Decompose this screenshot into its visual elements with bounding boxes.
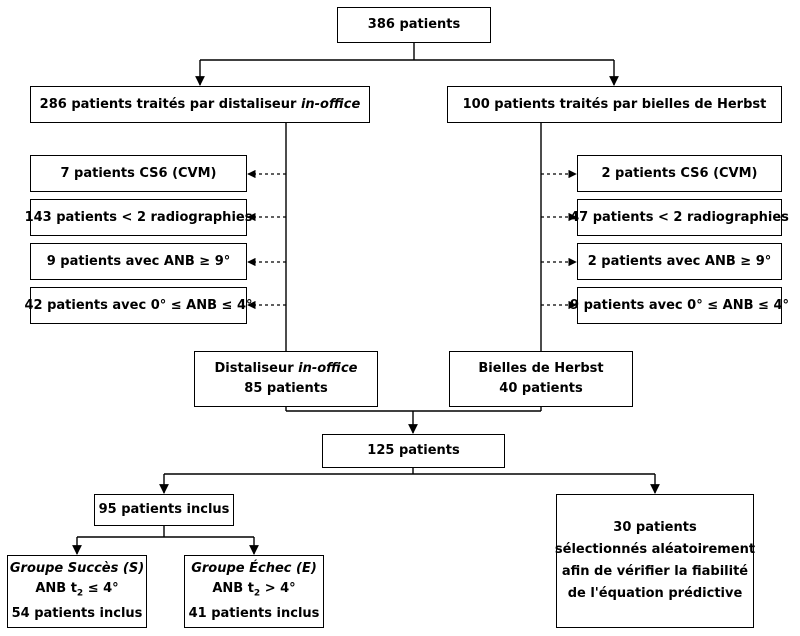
- right-exclusion-label: 2 patients avec ANB ≥ 9°: [587, 253, 772, 269]
- distaliseur-branch-title: 286 patients traités par distaliseur in-…: [40, 95, 361, 115]
- success-criterion-suffix: ≤ 4°: [83, 581, 119, 597]
- distaliseur-branch-title-text: 286 patients traités par distaliseur: [39, 96, 301, 112]
- validation-line: 30 patients: [613, 520, 697, 535]
- distaliseur-result-name: Distaliseur in-office: [215, 359, 358, 379]
- herbst-result-box: Bielles de Herbst 40 patients: [449, 351, 633, 407]
- right-exclusion-box: 47 patients < 2 radiographies: [570, 199, 789, 236]
- left-exclusion-box: 7 patients CS6 (CVM): [30, 155, 247, 192]
- total-patients-box: 386 patients: [337, 7, 491, 43]
- left-exclusion-box: 9 patients avec ANB ≥ 9°: [30, 243, 247, 280]
- distaliseur-result-count: 85 patients: [244, 381, 328, 396]
- right-exclusion-label: 47 patients < 2 radiographies: [570, 209, 789, 225]
- validation-line: de l'équation prédictive: [567, 586, 743, 601]
- right-exclusion-label: 2 patients CS6 (CVM): [601, 165, 758, 181]
- distaliseur-result-box: Distaliseur in-office 85 patients: [194, 351, 378, 407]
- left-exclusion-label: 7 patients CS6 (CVM): [60, 165, 217, 181]
- validation-line: sélectionnés aléatoirement: [554, 542, 756, 557]
- left-exclusion-box: 42 patients avec 0° ≤ ANB ≤ 4°: [24, 287, 253, 324]
- distaliseur-branch-box: 286 patients traités par distaliseur in-…: [30, 86, 370, 123]
- left-exclusion-label: 9 patients avec ANB ≥ 9°: [46, 253, 231, 269]
- failure-criterion-suffix: > 4°: [260, 581, 296, 597]
- success-group-count: 54 patients inclus: [11, 605, 143, 621]
- failure-group-box: Groupe Échec (E) ANB t2 > 4° 41 patients…: [184, 555, 324, 628]
- right-exclusion-box: 2 patients avec ANB ≥ 9°: [577, 243, 782, 280]
- herbst-branch-title: 100 patients traités par bielles de Herb…: [462, 96, 767, 112]
- herbst-branch-box: 100 patients traités par bielles de Herb…: [447, 86, 782, 123]
- included-patients-label: 95 patients inclus: [98, 502, 230, 517]
- herbst-result-count: 40 patients: [499, 381, 583, 396]
- failure-criterion-subscript: 2: [253, 588, 261, 599]
- right-exclusion-box: 2 patients CS6 (CVM): [577, 155, 782, 192]
- success-group-title: Groupe Succès (S): [9, 561, 145, 577]
- success-group-criterion: ANB t2 ≤ 4°: [35, 579, 118, 604]
- merged-patients-box: 125 patients: [322, 434, 505, 468]
- right-exclusion-label: 9 patients avec 0° ≤ ANB ≤ 4°: [570, 297, 789, 313]
- failure-group-criterion: ANB t2 > 4°: [212, 579, 295, 604]
- included-patients-box: 95 patients inclus: [94, 494, 234, 526]
- failure-group-title: Groupe Échec (E): [191, 561, 317, 577]
- total-patients-label: 386 patients: [367, 17, 461, 32]
- failure-group-count: 41 patients inclus: [188, 605, 320, 621]
- success-criterion-prefix: ANB t: [35, 581, 77, 597]
- right-exclusion-box: 9 patients avec 0° ≤ ANB ≤ 4°: [570, 287, 789, 324]
- failure-criterion-prefix: ANB t: [212, 581, 254, 597]
- validation-box: 30 patients sélectionnés aléatoirement a…: [554, 494, 756, 628]
- left-exclusion-box: 143 patients < 2 radiographies: [25, 199, 252, 236]
- distaliseur-result-name-italic: in-office: [298, 361, 358, 376]
- merged-patients-label: 125 patients: [367, 443, 460, 458]
- herbst-result-name: Bielles de Herbst: [478, 361, 604, 376]
- success-criterion-subscript: 2: [76, 588, 84, 599]
- validation-line: afin de vérifier la fiabilité: [561, 564, 749, 579]
- success-group-box: Groupe Succès (S) ANB t2 ≤ 4° 54 patient…: [7, 555, 147, 628]
- distaliseur-branch-title-italic: in-office: [300, 96, 361, 112]
- left-exclusion-label: 42 patients avec 0° ≤ ANB ≤ 4°: [24, 297, 253, 313]
- distaliseur-result-name-text: Distaliseur: [214, 361, 299, 376]
- left-exclusion-label: 143 patients < 2 radiographies: [24, 209, 253, 225]
